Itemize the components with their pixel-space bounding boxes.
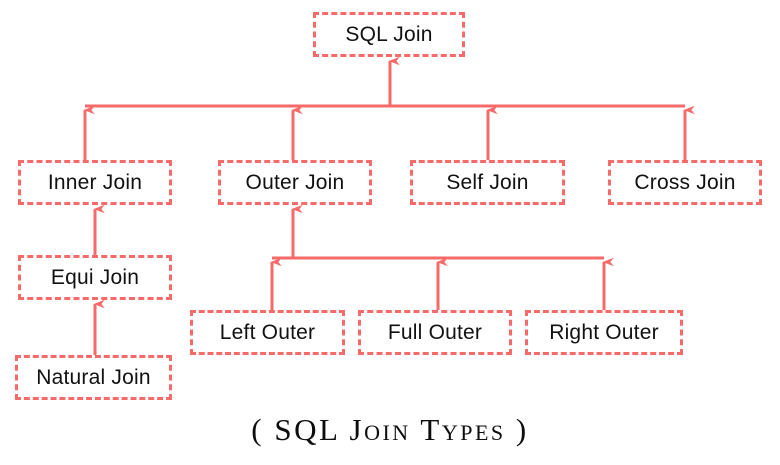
node-left-outer[interactable]: Left Outer — [190, 310, 345, 355]
node-right-outer-label: Right Outer — [549, 321, 659, 344]
node-left-outer-label: Left Outer — [219, 321, 316, 344]
node-sql-join[interactable]: SQL Join — [313, 12, 465, 57]
node-outer-join[interactable]: Outer Join — [218, 160, 372, 205]
node-outer-join-label: Outer Join — [245, 171, 345, 194]
node-sql-join-label: SQL Join — [345, 23, 433, 46]
node-self-join-label: Self Join — [446, 171, 529, 194]
node-full-outer-label: Full Outer — [387, 321, 483, 344]
node-self-join[interactable]: Self Join — [410, 160, 565, 205]
node-natural-join-label: Natural Join — [36, 366, 151, 389]
node-equi-join-label: Equi Join — [50, 266, 140, 289]
node-full-outer[interactable]: Full Outer — [358, 310, 512, 355]
diagram-caption: ( SQL Join Types ) — [251, 412, 529, 447]
node-natural-join[interactable]: Natural Join — [15, 355, 172, 400]
node-right-outer[interactable]: Right Outer — [525, 310, 683, 355]
node-cross-join[interactable]: Cross Join — [608, 160, 762, 205]
node-inner-join-label: Inner Join — [47, 171, 143, 194]
node-cross-join-label: Cross Join — [634, 171, 736, 194]
node-inner-join[interactable]: Inner Join — [18, 160, 172, 205]
node-equi-join[interactable]: Equi Join — [18, 255, 172, 300]
